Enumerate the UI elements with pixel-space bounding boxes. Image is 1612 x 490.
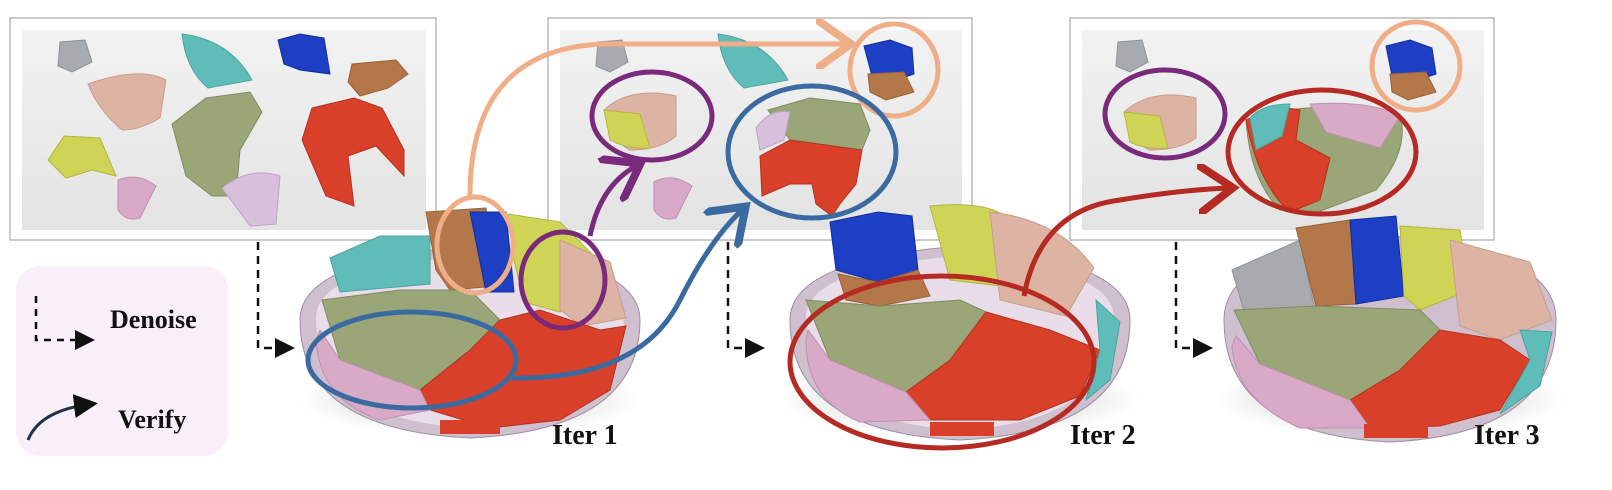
verify-circle-orange-panel2 <box>847 21 941 119</box>
verify-circle-purple-bowl1 <box>518 229 608 331</box>
fragment-yellow <box>47 135 117 179</box>
bowl-iter-3 <box>1215 215 1565 443</box>
fragments-panel-1 <box>9 17 437 241</box>
verify-circle-red-panel3 <box>1225 87 1419 217</box>
fragment-lavender <box>221 172 281 227</box>
denoise-arrow-icon <box>34 296 95 350</box>
fragment-brown <box>347 59 409 97</box>
verify-circle-purple-panel3 <box>1102 67 1228 161</box>
fragment-peach <box>87 73 167 131</box>
verify-arrow-purple <box>587 166 636 237</box>
verify-arrow-orange <box>467 44 846 197</box>
denoise-arrow-1 <box>256 242 295 358</box>
verify-arrow-blue <box>511 210 742 381</box>
denoise-arrow-2 <box>726 242 765 358</box>
fragment-red <box>301 97 405 207</box>
legend-box: Denoise Verify <box>16 266 228 456</box>
verify-circle-blue-panel2 <box>725 83 899 221</box>
fragment-olive <box>171 91 263 197</box>
legend-verify-label: Verify <box>118 405 186 434</box>
iter-1-label: Iter 1 <box>552 420 618 451</box>
verify-circle-blue-bowl1 <box>305 309 519 411</box>
bowl-iter-2 <box>780 204 1140 441</box>
iter-2-label: Iter 2 <box>1070 420 1136 451</box>
fragment-blue <box>277 33 331 75</box>
fragment-pink <box>117 176 157 220</box>
verify-circle-purple-panel2 <box>589 69 715 163</box>
legend-denoise-label: Denoise <box>110 305 197 334</box>
verify-arrow-icon <box>26 394 98 441</box>
fragment-teal <box>181 33 253 89</box>
verify-circle-orange-panel3 <box>1369 19 1463 113</box>
fragment-gray <box>57 39 93 73</box>
denoise-arrow-3 <box>1174 242 1213 358</box>
verify-circle-orange-bowl1 <box>434 194 516 296</box>
iter-3-label: Iter 3 <box>1474 420 1540 451</box>
verify-circle-red-bowl2 <box>787 273 1097 451</box>
verify-arrow-red <box>1021 188 1228 297</box>
